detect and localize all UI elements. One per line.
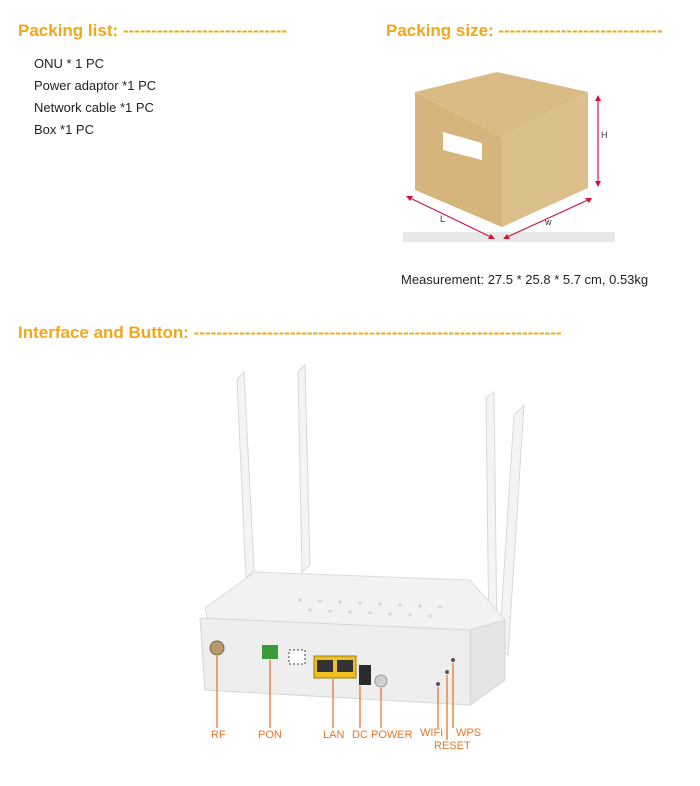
dc-label: DC	[352, 729, 368, 741]
pon-label: PON	[258, 729, 282, 741]
height-arrowhead-bottom	[595, 181, 601, 187]
list-item: ONU * 1 PC	[34, 56, 105, 71]
router-side	[469, 619, 506, 706]
lan-port-2	[337, 660, 353, 672]
wps-button	[451, 658, 455, 662]
antenna-1	[236, 370, 255, 580]
height-arrowhead-top	[595, 95, 601, 101]
callout-lines	[216, 656, 454, 740]
list-item: Box *1 PC	[34, 122, 94, 137]
lan-port-1	[317, 660, 333, 672]
box-handle	[443, 132, 482, 160]
reset-label: RESET	[434, 740, 471, 752]
pon-port	[262, 645, 278, 659]
wifi-button	[436, 682, 440, 686]
rf-port	[209, 640, 225, 656]
interface-heading: Interface and Button: ------------------…	[18, 323, 562, 342]
measurement-text: Measurement: 27.5 * 25.8 * 5.7 cm, 0.53k…	[401, 272, 649, 287]
dc-port	[359, 665, 371, 685]
antenna-2	[297, 363, 311, 574]
box-shadow	[403, 232, 615, 242]
list-item: Network cable *1 PC	[34, 100, 154, 115]
box-top-face	[415, 72, 588, 137]
packing-list-heading: Packing list: --------------------------…	[18, 21, 288, 40]
lan-label: LAN	[323, 729, 345, 741]
length-arrowhead-right	[488, 234, 495, 239]
reset-button	[445, 670, 449, 674]
rf-label: RF	[211, 729, 226, 741]
power-button	[374, 674, 388, 688]
port-cover	[288, 649, 306, 665]
list-item: Power adaptor *1 PC	[34, 78, 157, 93]
power-label: POWER	[371, 729, 413, 741]
length-label: L	[440, 214, 445, 224]
wps-label: WPS	[456, 727, 482, 739]
length-arrowhead-left	[406, 196, 413, 201]
antenna-4	[498, 403, 525, 656]
packing-size-heading: Packing size: --------------------------…	[386, 21, 663, 40]
packing-list: ONU * 1 PC Power adaptor *1 PC Network c…	[34, 53, 156, 141]
wifi-label: WIFI	[420, 727, 444, 739]
length-arrow	[407, 196, 494, 239]
width-arrowhead-left	[503, 234, 510, 239]
height-label: H	[601, 130, 608, 140]
width-label: w	[544, 217, 552, 227]
width-arrow	[504, 198, 591, 239]
width-arrowhead-right	[585, 198, 592, 203]
